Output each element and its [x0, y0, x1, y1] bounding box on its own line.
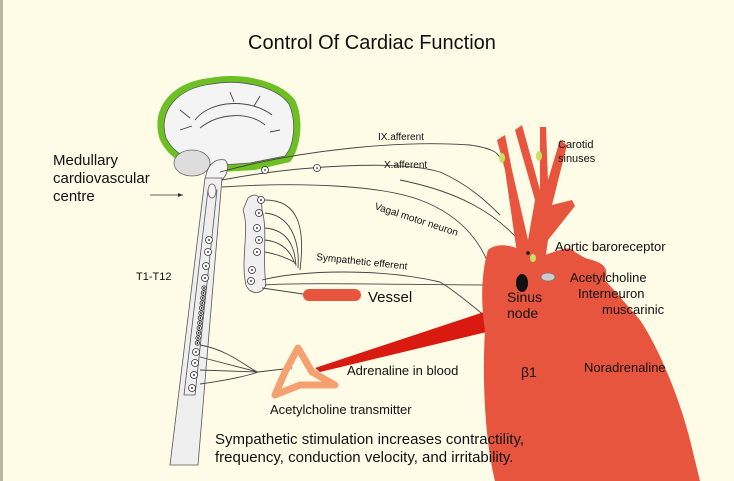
ganglion-dot: [207, 251, 209, 253]
vessel-label: Vessel: [368, 289, 412, 306]
ganglion-dot: [191, 387, 193, 389]
ix-afferent-label: IX.afferent: [378, 132, 424, 143]
ganglion-dot: [256, 251, 258, 253]
ganglion-dot: [250, 280, 252, 282]
medullary-label-2: cardiovascular: [53, 170, 150, 187]
x-afferent-label: X.afferent: [384, 160, 427, 171]
ganglion-dot: [208, 239, 210, 241]
adrenaline-label: Adrenaline in blood: [347, 363, 458, 378]
brain: [157, 76, 301, 186]
ganglion-dot: [198, 327, 201, 329]
ganglion-dot: [205, 265, 207, 267]
medullary-label-3: centre: [53, 188, 95, 205]
acetylcholine-label: Acetylcholine: [570, 270, 647, 285]
ganglion-dot: [199, 317, 202, 319]
carotid-label-1: Carotid: [558, 139, 593, 151]
beta1-label: β1: [521, 364, 537, 380]
ganglion-dot: [200, 312, 202, 314]
ganglion-dot: [201, 302, 204, 304]
t-range-label: T1-T12: [136, 271, 171, 283]
ganglion-dot: [193, 374, 195, 376]
ganglion-dot: [203, 287, 205, 289]
ganglion-dot: [197, 332, 200, 334]
nerve-paths: [199, 143, 561, 385]
ganglion-dot: [204, 277, 206, 279]
sympathetic-efferent-label: Sympathetic efferent: [316, 252, 408, 273]
carotid-label-2: sinuses: [558, 153, 596, 165]
sympathetic-chain: [242, 194, 267, 293]
adrenaline-beam: [315, 310, 495, 372]
ganglion-dot: [200, 307, 203, 309]
ganglion-dot: [251, 269, 253, 271]
ganglion-dot: [202, 292, 205, 294]
ganglion-dot: [258, 239, 260, 241]
spinal-cord: [169, 177, 223, 466]
vessel-shape: [303, 289, 361, 301]
caption-line-1: Sympathetic stimulation increases contra…: [215, 431, 524, 448]
noradrenaline-label: Noradrenaline: [584, 360, 666, 375]
ganglion-dot: [198, 322, 201, 324]
left-border: [0, 0, 3, 481]
heart: [482, 125, 700, 481]
adrenal-gland: [271, 344, 339, 399]
ganglion-dot: [201, 297, 204, 299]
diagram-title: Control Of Cardiac Function: [248, 32, 496, 54]
medullary-label-1: Medullary: [53, 152, 119, 169]
caption-line-2: frequency, conduction velocity, and irri…: [215, 449, 513, 466]
ganglion-dot: [256, 227, 258, 229]
vagal-motor-label: Vagal motor neuron: [373, 201, 459, 238]
interneuron-label: Interneuron: [578, 286, 645, 301]
sinus-node-label-1: Sinus: [507, 289, 542, 305]
ach-transmitter-label: Acetylcholine transmitter: [270, 402, 412, 417]
aortic-label: Aortic baroreceptor: [555, 239, 666, 254]
arrowhead-icon: [178, 193, 183, 197]
chain-fibers: [264, 199, 303, 271]
sinus-node-label-2: node: [507, 305, 538, 321]
ganglion-dot: [258, 212, 260, 214]
ganglion-dot: [197, 337, 199, 339]
ganglion-dot: [195, 351, 197, 353]
ganglion-dot: [194, 362, 196, 364]
ganglion-dot: [260, 199, 262, 201]
muscarinic-label: muscarinic: [602, 302, 665, 317]
ganglion-dot: [196, 342, 199, 344]
